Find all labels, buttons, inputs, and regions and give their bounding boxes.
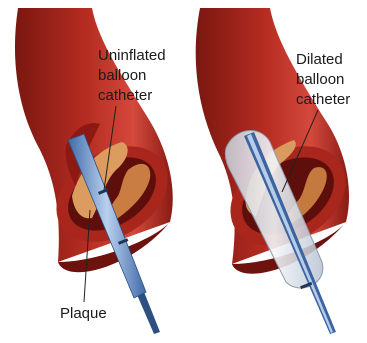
right-label-line1: Dilated [296, 51, 343, 68]
left-label-line3: catheter [98, 87, 152, 104]
right-label-line2: balloon [296, 71, 344, 88]
left-label-line1: Uninflated [98, 47, 166, 64]
left-label-line2: balloon [98, 67, 146, 84]
plaque-label-text: Plaque [60, 305, 107, 322]
right-label-line3: catheter [296, 91, 350, 108]
